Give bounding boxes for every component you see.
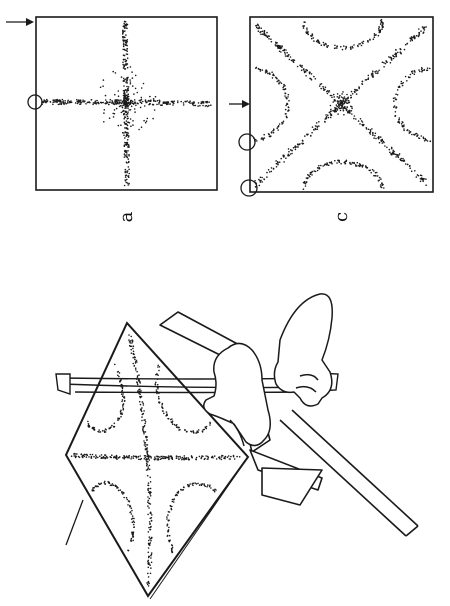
panel-a: a [6,16,218,222]
panel-c-label: c [331,212,352,222]
panel-c-nodal-pattern [253,18,432,190]
plate-thickness-edge [149,456,249,600]
panel-c-arrow [229,100,250,108]
panel-a-arrow [6,18,34,26]
bowed-plate-illustration [55,293,419,600]
panel-c-support-marker-lower [240,179,258,197]
panel-c-plate [249,16,434,193]
panel-a-support-marker [27,94,43,110]
plate-nodal-pattern [70,334,241,587]
panel-c-support-marker-upper [238,133,256,151]
hand-holding-plate [203,342,271,447]
hand-holding-bow [273,293,333,407]
support-rod [65,499,84,546]
panel-a-label: a [116,211,137,222]
panel-a-nodal-pattern [41,20,212,187]
panel-c: c [229,16,434,222]
panel-a-plate [35,16,218,191]
